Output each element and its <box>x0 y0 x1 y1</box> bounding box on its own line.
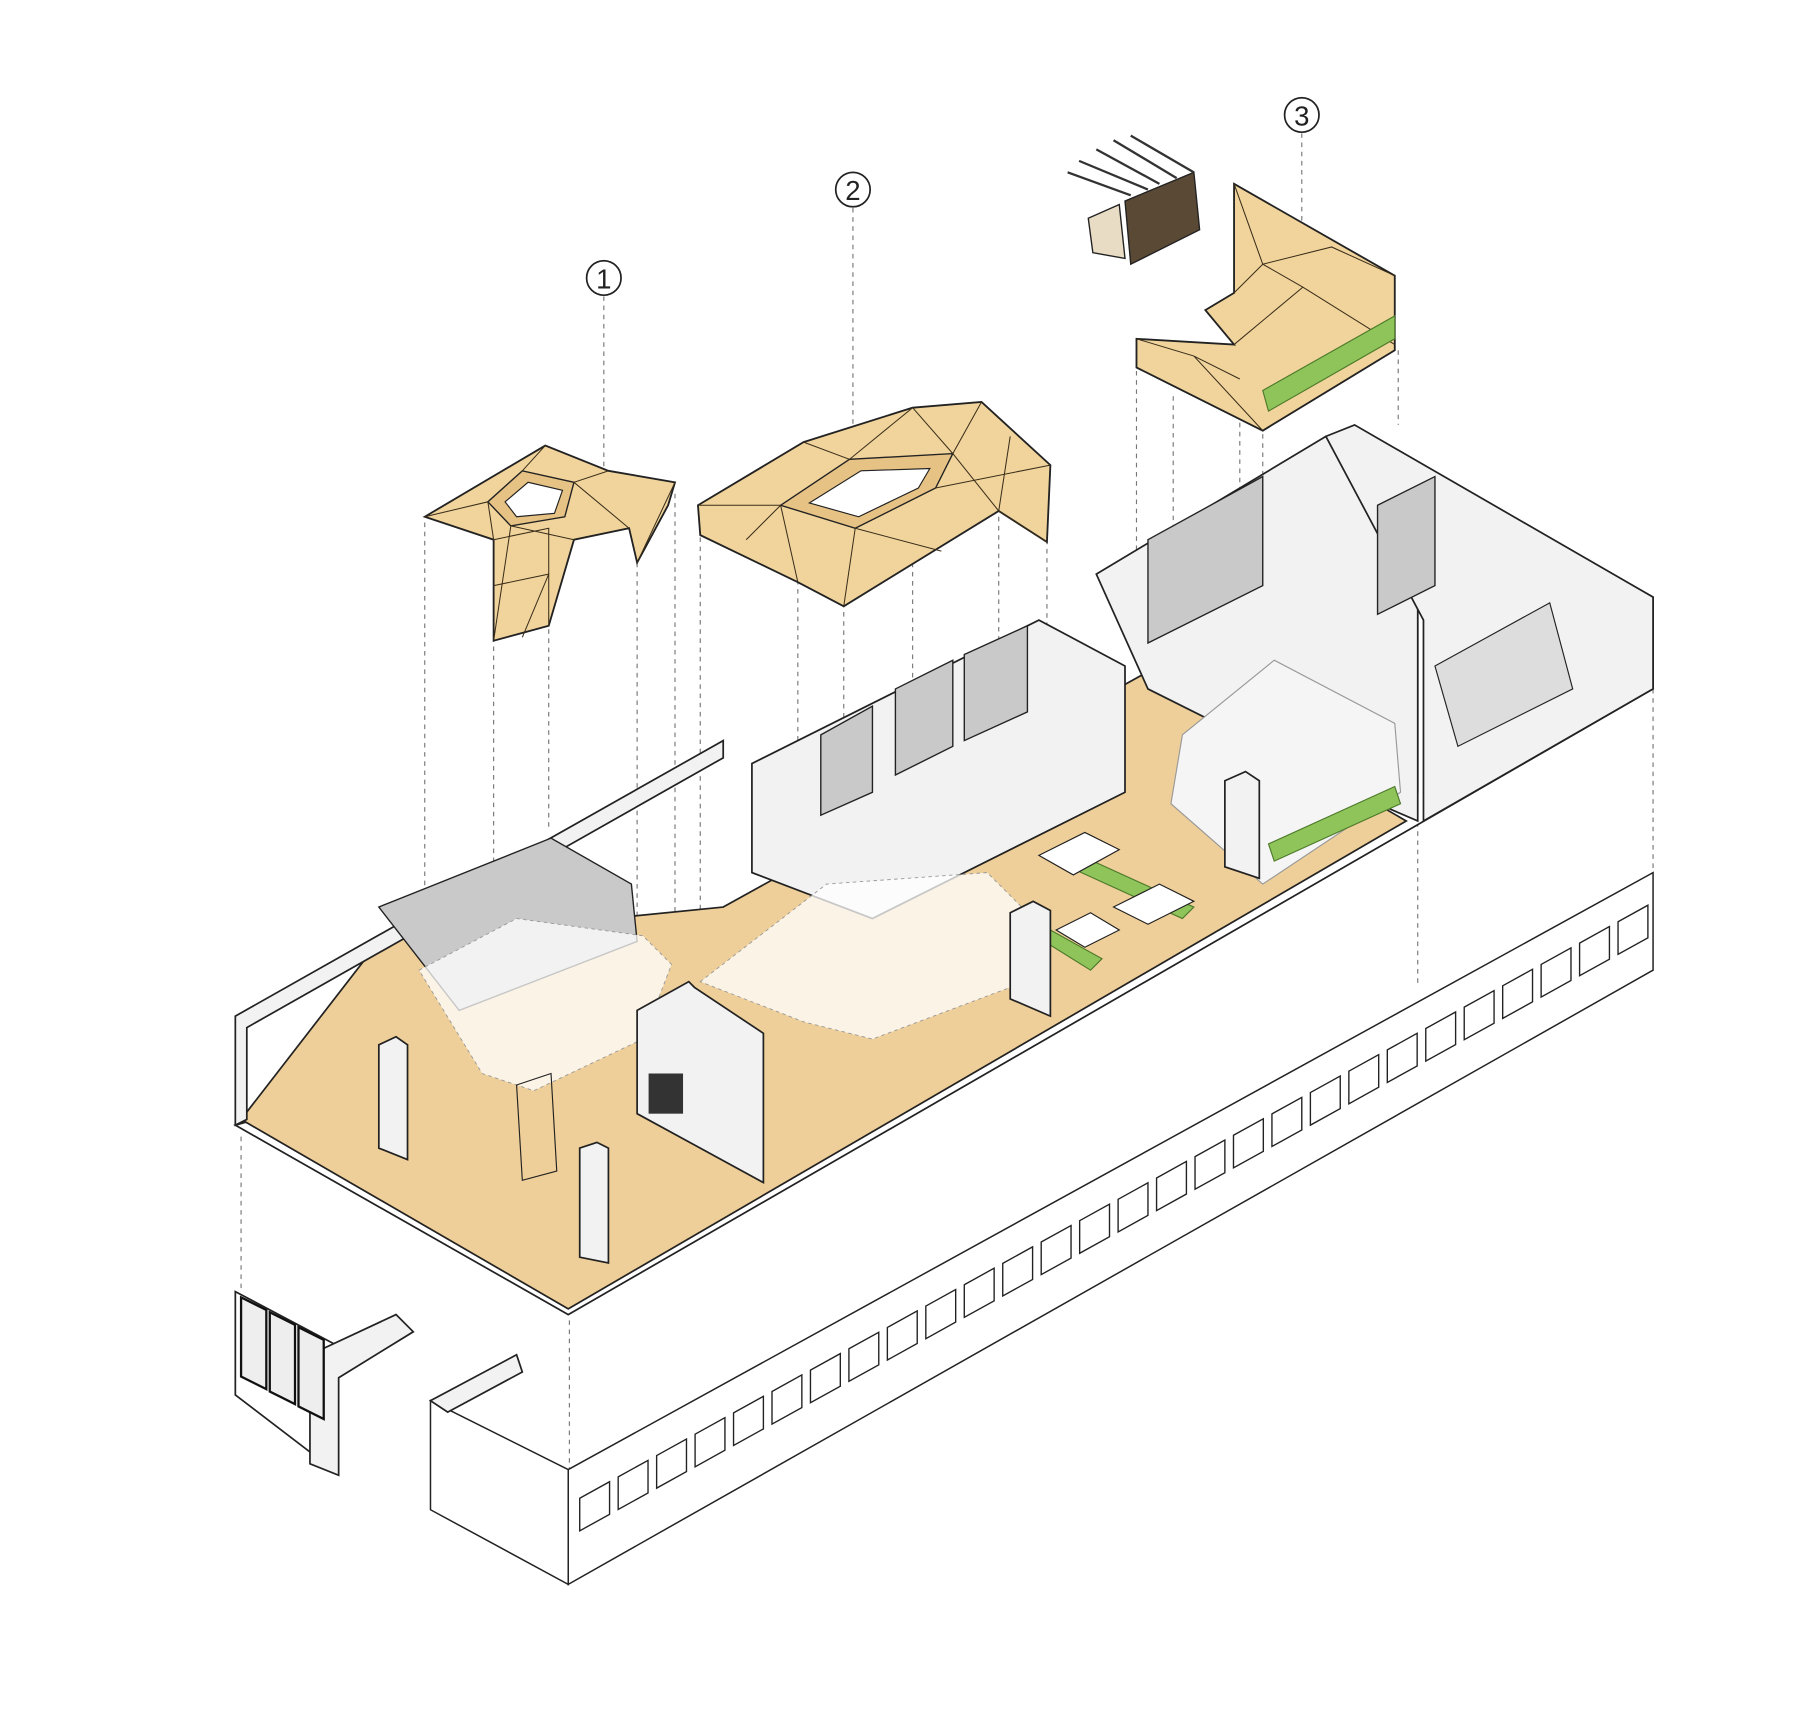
facade-window <box>617 1459 649 1511</box>
wall-screen <box>648 1073 684 1114</box>
storefront-window <box>239 1295 268 1392</box>
facade-window <box>1463 989 1495 1041</box>
facade-window <box>579 1480 611 1533</box>
facade-window <box>1617 904 1649 956</box>
facade-window <box>963 1267 995 1319</box>
facade-window <box>1040 1224 1072 1276</box>
callout-3-number: 3 <box>1294 101 1309 132</box>
canopy-3 <box>1135 182 1396 432</box>
facade-window <box>771 1373 803 1426</box>
facade-window <box>1425 1010 1457 1063</box>
facade-window <box>1540 946 1572 999</box>
facade-window <box>1194 1138 1226 1191</box>
callout-1-number: 1 <box>596 264 611 295</box>
facade-window <box>1078 1202 1111 1255</box>
facade-window <box>848 1331 880 1383</box>
facade-window <box>1501 968 1534 1020</box>
facade-window <box>694 1416 726 1468</box>
facade-window <box>1271 1096 1303 1148</box>
facade-window <box>1232 1117 1265 1170</box>
facade-window <box>1309 1074 1341 1127</box>
storefront-window <box>268 1310 297 1406</box>
facade-window <box>1155 1160 1188 1212</box>
facade-window <box>1348 1053 1380 1105</box>
canopy-2 <box>696 400 1052 608</box>
canopy-1 <box>422 444 677 642</box>
callout-2: 2 <box>834 171 872 448</box>
facade-window <box>1386 1032 1418 1084</box>
facade-window <box>732 1395 765 1447</box>
callout-1: 1 <box>585 259 622 489</box>
facade-window <box>655 1437 688 1490</box>
facade-window <box>1578 925 1611 977</box>
callout-2-number: 2 <box>845 175 860 206</box>
facade-window <box>925 1288 957 1340</box>
facade-window <box>1002 1245 1034 1298</box>
storefront-window <box>297 1325 325 1421</box>
facade-window <box>1117 1181 1149 1234</box>
shelving-sculpture <box>1067 134 1201 266</box>
facade-window <box>809 1352 841 1404</box>
facade-windows <box>239 904 1649 1533</box>
main-floor <box>233 423 1654 1316</box>
facade-window <box>886 1309 918 1362</box>
